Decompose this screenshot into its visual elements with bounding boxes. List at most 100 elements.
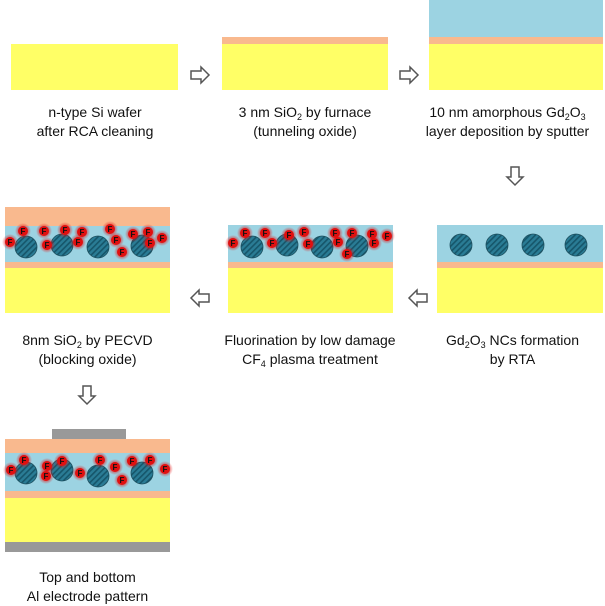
fluorine-label: F (263, 229, 268, 238)
caption-step-3: 10 nm amorphous Gd2O3 layer deposition b… (410, 103, 605, 141)
fluorine-label: F (302, 228, 307, 237)
fluorine-label: F (270, 239, 275, 248)
fluorine-atom: F (74, 224, 90, 240)
si-substrate (11, 44, 178, 90)
gd2o3-nanocrystal (521, 233, 545, 257)
caption-line: 8nm SiO2 by PECVD (22, 332, 153, 350)
fluorine-label: F (243, 229, 248, 238)
fluorine-atom: F (16, 452, 32, 468)
gd2o3-nanocrystal (564, 233, 588, 257)
fluorine-label: F (45, 241, 50, 250)
step-4-stack (437, 225, 603, 313)
fluorine-atom: F (366, 235, 382, 251)
si-substrate (5, 498, 170, 542)
fluorine-label: F (333, 229, 338, 238)
al-bottom-electrode (5, 542, 170, 552)
fluorine-label: F (148, 456, 153, 465)
fluorine-label: F (287, 231, 292, 240)
caption-step-4: Gd2O3 NCs formation by RTA (420, 331, 605, 369)
fluorine-label: F (350, 229, 355, 238)
gd2o3-nanocrystal (485, 233, 509, 257)
fluorine-atom: F (339, 246, 355, 262)
fluorine-label: F (42, 227, 47, 236)
fluorine-label: F (163, 465, 168, 474)
fluorine-label: F (120, 248, 125, 257)
fluorine-atom: F (142, 452, 158, 468)
caption-line: by RTA (489, 351, 536, 367)
caption-step-6: 8nm SiO2 by PECVD (blocking oxide) (0, 331, 175, 369)
fluorine-label: F (98, 456, 103, 465)
process-arrow-right (399, 65, 420, 85)
fluorine-atom: F (92, 452, 108, 468)
caption-line: (blocking oxide) (38, 351, 137, 367)
sio2-tunnel-layer (5, 262, 170, 268)
fluorine-label: F (8, 238, 13, 247)
caption-step-7: Top and bottom Al electrode pattern (0, 568, 175, 606)
fluorine-label: F (22, 456, 27, 465)
sio2-tunnel-layer (5, 491, 170, 498)
fluorine-label: F (385, 232, 390, 241)
caption-step-1: n-type Si wafer after RCA cleaning (0, 103, 190, 141)
fluorine-label: F (113, 463, 118, 472)
fluorine-label: F (306, 240, 311, 249)
fluorine-label: F (45, 462, 50, 471)
si-substrate (228, 268, 393, 313)
fluorine-label: F (78, 469, 83, 478)
fluorine-atom: F (264, 235, 280, 251)
si-substrate (222, 44, 388, 90)
gd2o3-nanocrystal (86, 464, 110, 488)
process-arrow-down (77, 385, 97, 406)
fluorine-label: F (372, 239, 377, 248)
fluorine-atom: F (2, 234, 18, 250)
fluorine-label: F (120, 476, 125, 485)
fluorine-label: F (336, 238, 341, 247)
fluorine-atom: F (39, 237, 55, 253)
caption-step-2: 3 nm SiO2 by furnace (tunneling oxide) (205, 103, 405, 141)
fluorine-label: F (131, 230, 136, 239)
al-top-electrode (52, 429, 126, 439)
caption-line: Top and bottom (39, 569, 136, 585)
step-3-stack (429, 0, 603, 90)
fluorine-atom: F (3, 462, 19, 478)
process-arrow-right (190, 65, 211, 85)
sio2-tunnel-layer (222, 37, 388, 44)
fluorine-label: F (130, 457, 135, 466)
si-substrate (429, 44, 603, 90)
gd2o3-nanocrystal (449, 233, 473, 257)
caption-line: after RCA cleaning (36, 123, 154, 139)
fluorine-label: F (231, 239, 236, 248)
fluorine-atom: F (157, 461, 173, 477)
fluorine-atom: F (124, 453, 140, 469)
process-arrow-left (407, 288, 428, 308)
process-arrow-left (189, 288, 210, 308)
fluorine-label: F (60, 457, 65, 466)
sio2-tunnel-layer (228, 262, 393, 268)
sio2-tunnel-layer (437, 262, 603, 268)
fluorine-atom: F (107, 459, 123, 475)
fluorine-atom: F (108, 232, 124, 248)
caption-line: n-type Si wafer (48, 104, 142, 120)
fluorine-label: F (63, 226, 68, 235)
gd2o3-layer (429, 0, 603, 37)
fluorine-label: F (9, 466, 14, 475)
fluorine-atom: F (72, 465, 88, 481)
fluorine-label: F (370, 230, 375, 239)
fluorine-label: F (76, 238, 81, 247)
fluorine-label: F (108, 225, 113, 234)
fluorine-atom: F (114, 244, 130, 260)
fluorine-atom: F (125, 226, 141, 242)
fluorine-label: F (21, 227, 26, 236)
fluorine-atom: F (344, 225, 360, 241)
caption-line: 3 nm SiO2 by furnace (238, 104, 372, 122)
fluorine-label: F (80, 228, 85, 237)
caption-line: (tunneling oxide) (253, 123, 357, 139)
fluorine-atom: F (54, 453, 70, 469)
fluorine-atom: F (237, 225, 253, 241)
caption-line: Al electrode pattern (26, 588, 149, 604)
caption-line: Gd2O3 NCs formation (446, 332, 579, 350)
fluorine-atom: F (114, 472, 130, 488)
fluorine-label: F (146, 228, 151, 237)
